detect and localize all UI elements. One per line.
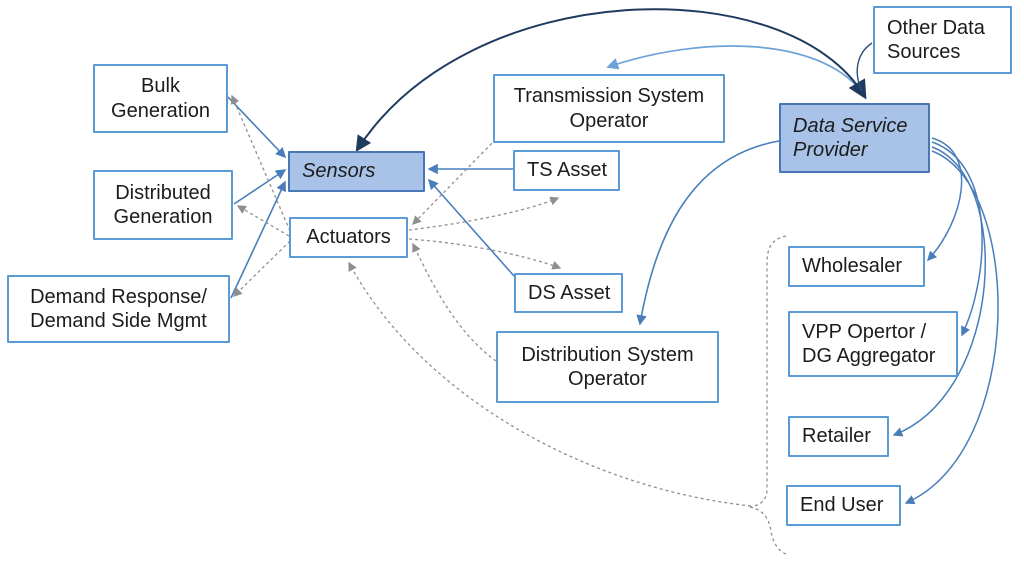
node-actuators: Actuators xyxy=(289,217,408,258)
node-other-data-sources: Other Data Sources xyxy=(873,6,1012,74)
node-wholesaler: Wholesaler xyxy=(788,246,925,287)
edge-dsp-wholesaler xyxy=(927,137,963,262)
node-transmission-system-operator: Transmission System Operator xyxy=(493,74,725,143)
node-demand-response: Demand Response/ Demand Side Mgmt xyxy=(7,275,230,343)
node-distribution-system-operator: Distribution System Operator xyxy=(496,331,719,403)
edge-demand-sensors xyxy=(230,180,286,299)
edge-bulkgen-sensors xyxy=(227,96,287,159)
edge-actuators-demand xyxy=(233,240,291,297)
edge-actuators-distgen xyxy=(236,205,290,237)
node-bulk-generation: Bulk Generation xyxy=(93,64,228,133)
node-vpp-dg-aggregator: VPP Opertor / DG Aggregator xyxy=(788,311,958,377)
edge-dsp-vpp xyxy=(931,141,983,337)
edge-dsp-enduser xyxy=(904,150,999,505)
edge-actuators-dsasset xyxy=(408,238,562,270)
edge-actuators-tsasset xyxy=(408,196,560,231)
edge-distgen-sensors xyxy=(233,169,287,205)
edge-dsp-retailer xyxy=(892,146,987,437)
edge-dsp-tso xyxy=(606,45,862,92)
edge-tso-actuators xyxy=(412,138,497,225)
node-retailer: Retailer xyxy=(788,416,889,457)
edge-dsasset-sensors xyxy=(427,178,515,277)
node-sensors: Sensors xyxy=(288,151,425,192)
node-end-user: End User xyxy=(786,485,901,526)
node-ds-asset: DS Asset xyxy=(514,273,623,313)
edge-ods-dsp xyxy=(856,42,873,92)
edge-dso-actuators xyxy=(412,242,497,362)
group-brace-vertical xyxy=(749,235,787,508)
edge-dsp-dso xyxy=(636,140,780,326)
group-brace-tail xyxy=(749,506,787,555)
node-data-service-provider: Data Service Provider xyxy=(779,103,930,173)
edge-sensors-dsp xyxy=(355,8,867,153)
edge-actuators-bulkgen xyxy=(230,94,291,232)
node-ts-asset: TS Asset xyxy=(513,150,620,191)
node-distributed-generation: Distributed Generation xyxy=(93,170,233,240)
